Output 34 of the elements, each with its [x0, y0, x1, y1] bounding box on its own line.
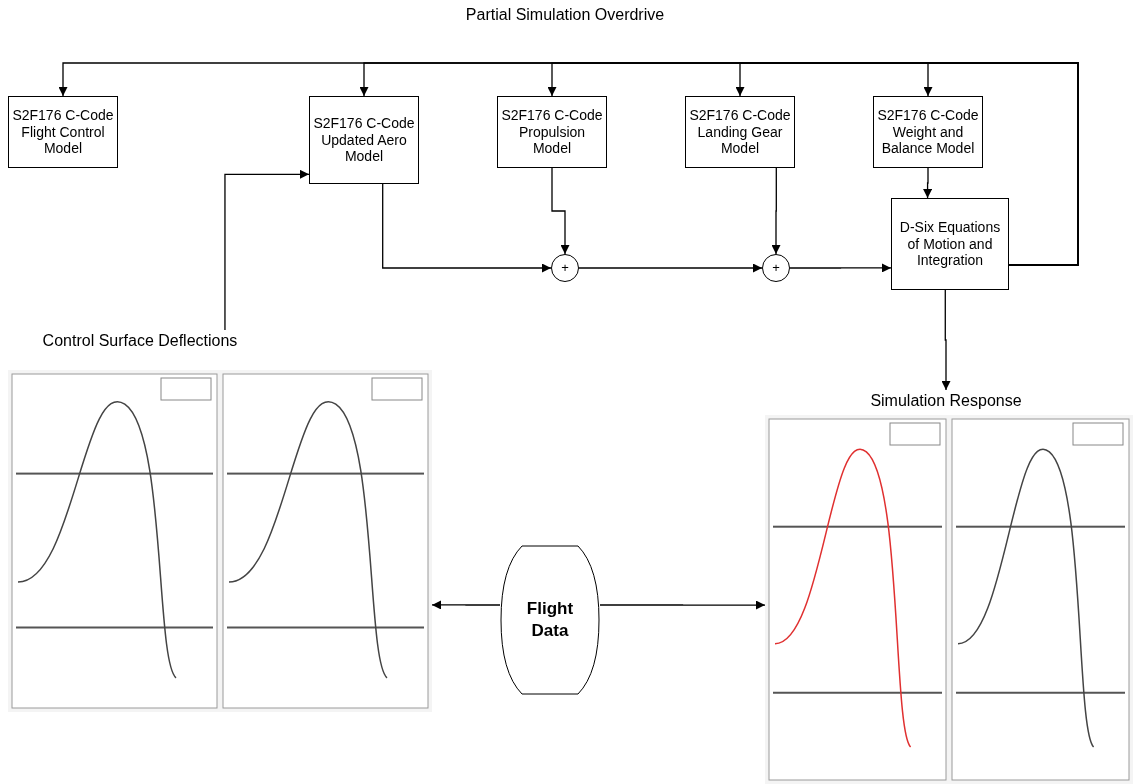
box-label: S2F176 C-Code Flight Control Model: [12, 106, 114, 158]
arrow: [941, 289, 951, 391]
arrow: [923, 167, 933, 199]
arrow: [578, 263, 763, 273]
box-label: S2F176 C-Code Updated Aero Model: [313, 114, 415, 166]
picture: [8, 370, 432, 712]
display-shape: [500, 545, 600, 695]
process-box: [309, 96, 419, 184]
arrow: [923, 62, 1079, 266]
summing-junction: [762, 254, 790, 282]
arrow: [551, 167, 570, 255]
process-box: [8, 96, 118, 168]
bus-label: Partial Simulation Overdrive: [464, 6, 666, 24]
arrow: [224, 169, 310, 331]
box-label: S2F176 C-Code Propulsion Model: [501, 106, 603, 158]
picture: [765, 415, 1133, 784]
box-label: S2F176 C-Code Landing Gear Model: [689, 106, 791, 158]
summing-junction: [551, 254, 579, 282]
arrow: [599, 600, 766, 610]
process-box: [873, 96, 983, 168]
caption-text: Control Surface Deflections: [20, 330, 260, 352]
arrow: [382, 183, 552, 273]
box-label: D-Six Equations of Motion and Integration: [898, 218, 1002, 270]
caption-text: Simulation Response: [838, 390, 1054, 412]
process-box: [497, 96, 607, 168]
arrow: [771, 167, 781, 255]
process-box: [891, 198, 1009, 290]
process-box: [685, 96, 795, 168]
operator-sign: +: [561, 260, 569, 276]
arrow: [789, 263, 892, 273]
arrow: [431, 600, 501, 610]
box-label: S2F176 C-Code Weight and Balance Model: [877, 106, 979, 158]
node-label: Flight Data: [525, 597, 575, 642]
operator-sign: +: [772, 260, 780, 276]
